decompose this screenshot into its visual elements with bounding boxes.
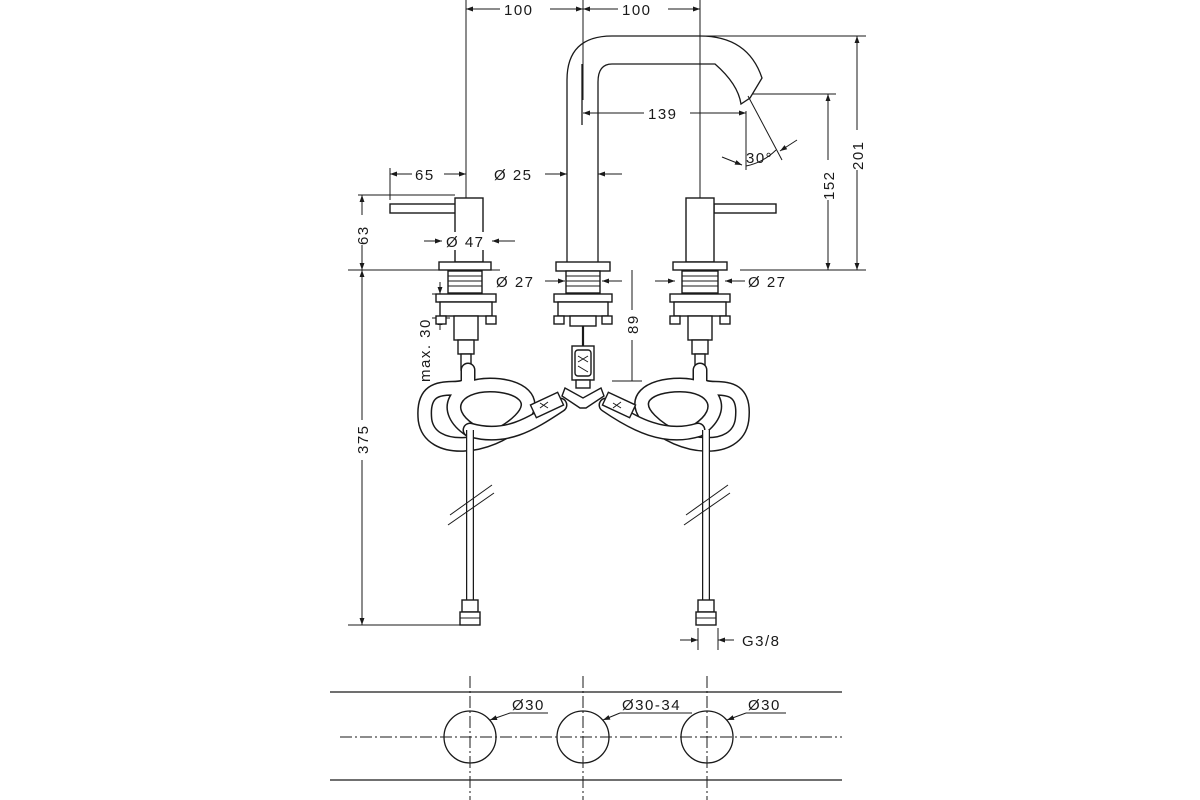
dim-connection-thread: G3/8 (742, 633, 781, 650)
deck-hole-center-label: Ø30-34 (622, 697, 681, 714)
hose-coupling (529, 386, 637, 419)
dimension-lines (359, 6, 860, 650)
dim-lever-reach: 65 (415, 167, 435, 184)
extension-lines (348, 0, 866, 626)
dim-top-left-spacing: 100 (504, 2, 534, 19)
deck-hole-center (556, 710, 610, 764)
dim-max-deck-thickness: max. 30 (417, 318, 434, 382)
dim-spout-reach: 139 (648, 106, 678, 123)
spout (553, 35, 763, 389)
right-handle (669, 197, 777, 371)
dim-outlet-height: 152 (821, 170, 838, 200)
dim-left-shank-diameter: Ø 27 (496, 274, 535, 291)
dim-right-shank-diameter: Ø 27 (748, 274, 787, 291)
deck-plan (330, 676, 842, 800)
dim-handle-base-diameter: Ø 47 (446, 234, 485, 251)
dim-spout-shank-length: 89 (625, 314, 642, 334)
left-handle (389, 197, 497, 371)
dim-total-height: 201 (850, 140, 867, 170)
dim-hose-length: 375 (355, 424, 372, 454)
dim-top-right-spacing: 100 (622, 2, 652, 19)
dim-spout-diameter: Ø 25 (494, 167, 533, 184)
dim-handle-height: 63 (355, 225, 372, 245)
dimension-labels: 100 100 65 Ø 25 139 30° 152 201 63 Ø 47 … (352, 0, 867, 714)
supply-pipes (447, 430, 731, 626)
deck-hole-right-label: Ø30 (748, 697, 781, 714)
deck-hole-right (680, 710, 734, 764)
deck-hole-left-label: Ø30 (512, 697, 545, 714)
dim-spout-angle: 30° (746, 150, 773, 167)
deck-hole-left (443, 710, 497, 764)
